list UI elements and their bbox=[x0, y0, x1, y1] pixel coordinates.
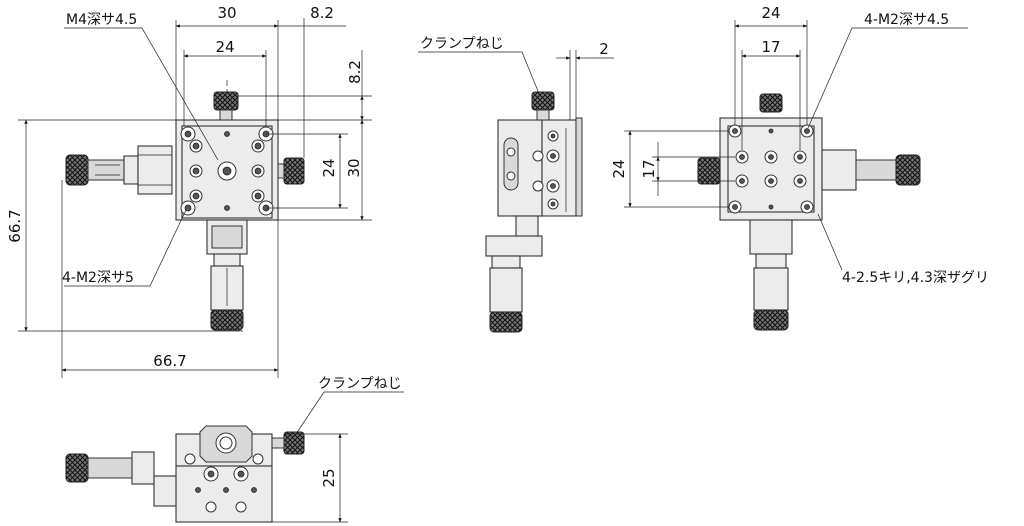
front-clamp-knob bbox=[283, 431, 305, 455]
dim-top-inner-height: 24 bbox=[320, 158, 338, 177]
micrometer-left bbox=[65, 145, 173, 195]
side-clamp-knob bbox=[531, 91, 555, 111]
side-view: 2 クランプねじ bbox=[418, 36, 614, 333]
dim-bottom-outer-width: 24 bbox=[761, 4, 780, 22]
note-bottom-taps: 4-M2深サ4.5 bbox=[864, 12, 949, 28]
dim-side-gap: 2 bbox=[599, 40, 609, 58]
note-center-tap: M4深サ4.5 bbox=[66, 12, 137, 28]
dim-front-height: 25 bbox=[320, 468, 338, 487]
note-bottom-holes: 4-2.5キリ,4.3深ザグリ bbox=[842, 270, 989, 286]
top-view: 30 8.2 24 8.2 24 30 66.7 66.7 M4深サ4.5 4-… bbox=[6, 4, 372, 378]
front-view: 25 クランプねじ bbox=[65, 376, 404, 523]
note-side-clamp: クランプねじ bbox=[420, 36, 504, 52]
dim-top-outer-height: 30 bbox=[345, 158, 363, 177]
dim-bottom-outer-height: 24 bbox=[610, 159, 628, 178]
dim-bottom-inner-height: 17 bbox=[640, 159, 658, 178]
dim-top-offset-top: 8.2 bbox=[346, 60, 364, 84]
dim-top-total-height: 66.7 bbox=[6, 209, 24, 242]
dim-top-offset-right: 8.2 bbox=[310, 4, 334, 22]
side-knob bbox=[283, 157, 305, 185]
dim-top-outer-width: 30 bbox=[217, 4, 236, 22]
bottom-view: 24 17 24 17 4-M2深サ4.5 4-2.5キリ,4.3深ザグリ bbox=[610, 4, 989, 331]
note-front-clamp: クランプねじ bbox=[318, 376, 402, 392]
note-corner-taps: 4-M2深サ5 bbox=[62, 270, 134, 286]
top-dimensions bbox=[18, 18, 372, 378]
front-lower-block bbox=[175, 465, 273, 523]
dim-top-total-width: 66.7 bbox=[153, 352, 186, 370]
micrometer-bottom bbox=[206, 219, 248, 331]
dim-bottom-inner-width: 17 bbox=[761, 38, 780, 56]
dim-top-inner-width: 24 bbox=[215, 38, 234, 56]
top-holes bbox=[180, 126, 274, 216]
top-clamp-knob bbox=[213, 91, 239, 111]
